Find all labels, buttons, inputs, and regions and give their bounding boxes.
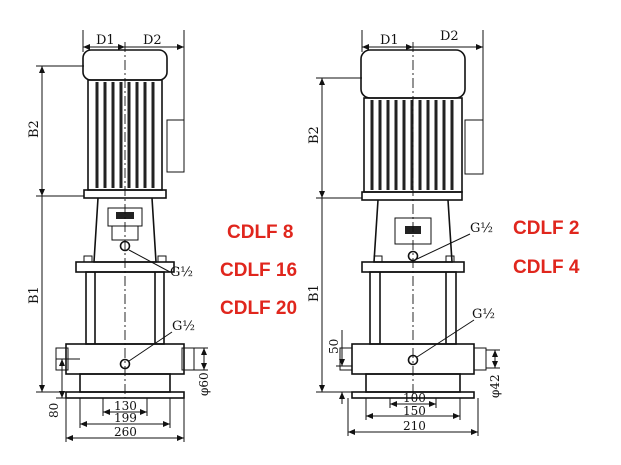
right-b2-label: B2 <box>307 126 322 144</box>
left-model-3: CDLF 20 <box>220 298 297 319</box>
left-b1-label: B1 <box>27 286 42 304</box>
right-d2-label: D2 <box>440 29 459 44</box>
right-model-1: CDLF 2 <box>513 218 580 239</box>
right-b1-label: B1 <box>307 284 322 302</box>
left-model-1: CDLF 8 <box>227 222 294 243</box>
right-width-100-label: 100 <box>403 391 426 405</box>
right-motor <box>360 49 484 201</box>
right-width-150-label: 150 <box>403 404 426 418</box>
left-width-260-label: 260 <box>114 425 137 439</box>
left-b2-label: B2 <box>27 120 42 138</box>
right-model-2: CDLF 4 <box>513 257 580 278</box>
right-pump: D1 D2 B2 B1 50 φ42 G½ G½ <box>307 29 502 436</box>
right-port-lower-label: G½ <box>472 307 495 322</box>
left-height-80-label: 80 <box>47 403 61 418</box>
left-port-lower-label: G½ <box>172 319 195 334</box>
left-b-dimensions <box>36 65 84 393</box>
right-phi42-dimension <box>486 349 500 369</box>
right-d-dimensions <box>361 30 484 120</box>
left-width-130-label: 130 <box>114 399 137 413</box>
left-width-dimensions <box>65 398 185 442</box>
right-height-50-label: 50 <box>327 339 341 354</box>
left-port-upper-label: G½ <box>170 265 193 280</box>
right-dia-42-label: φ42 <box>488 374 502 398</box>
left-width-199-label: 199 <box>114 411 137 425</box>
right-width-210-label: 210 <box>403 419 426 433</box>
right-50-dimension <box>336 330 352 404</box>
left-d2-label: D2 <box>143 33 162 48</box>
left-model-2: CDLF 16 <box>220 260 297 281</box>
right-d1-label: D1 <box>380 33 399 48</box>
left-d1-label: D1 <box>96 33 115 48</box>
left-pump: D1 D2 B2 B1 80 φ60 G½ G½ <box>27 30 211 442</box>
left-dia-60-label: φ60 <box>197 372 211 396</box>
left-motor <box>82 49 185 199</box>
right-width-dimensions <box>347 398 479 436</box>
left-80-dimension <box>56 358 80 399</box>
left-phi60-dimension <box>194 347 208 371</box>
left-d-dimensions <box>82 30 185 120</box>
right-port-upper-label: G½ <box>470 221 493 236</box>
